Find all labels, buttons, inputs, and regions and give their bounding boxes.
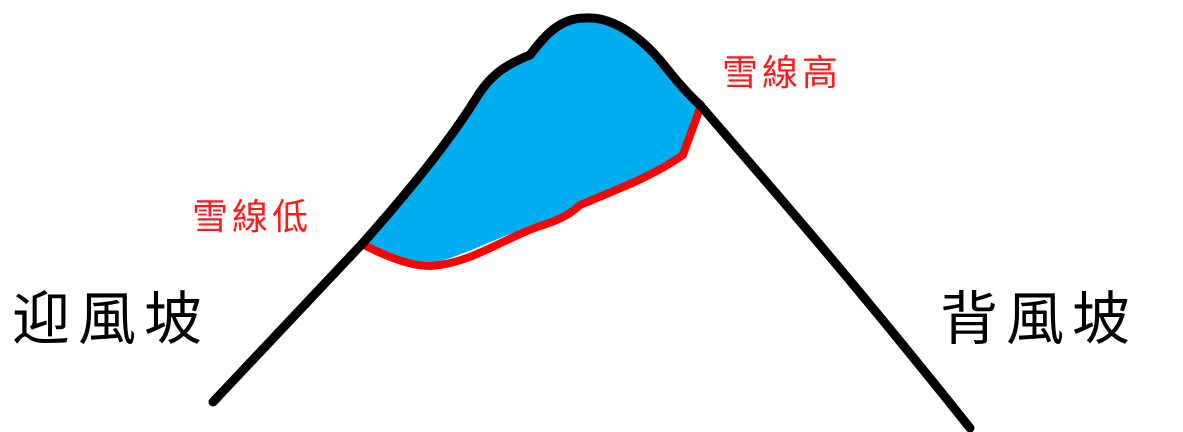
mountain-outline	[208, 13, 975, 432]
snow-cap-area	[362, 18, 700, 266]
leeward-slope-label: 背風坡	[940, 285, 1139, 353]
snowline	[358, 101, 705, 270]
windward-slope-label: 迎風坡	[12, 285, 211, 353]
high-snowline-label: 雪線高	[722, 53, 843, 94]
low-snowline-label: 雪線低	[192, 197, 313, 238]
